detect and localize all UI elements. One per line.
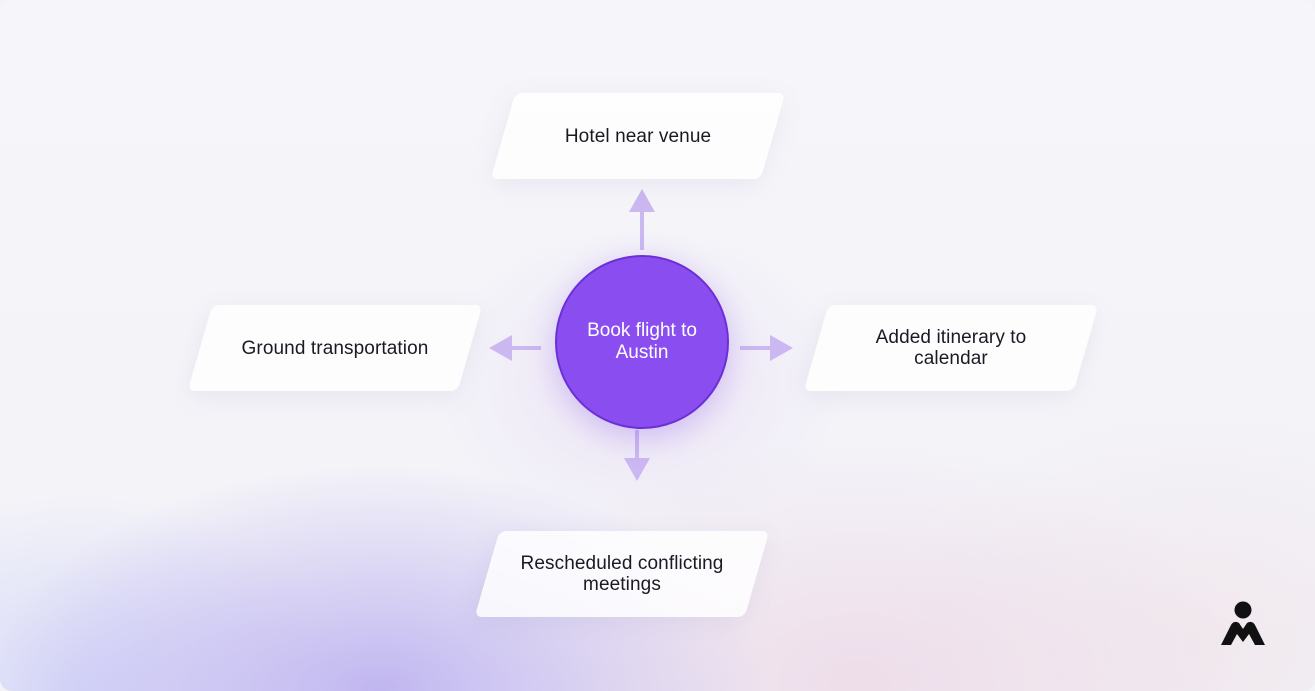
arrow-right bbox=[740, 335, 793, 361]
arrow-left bbox=[489, 335, 541, 361]
node-right-label: Added itinerary to calendar bbox=[875, 327, 1027, 369]
node-right: Added itinerary to calendar bbox=[803, 305, 1099, 391]
node-top: Hotel near venue bbox=[490, 93, 786, 179]
arrow-up bbox=[629, 189, 655, 250]
node-bottom: Rescheduled conflicting meetings bbox=[474, 531, 770, 617]
node-left: Ground transportation bbox=[187, 305, 483, 391]
node-top-label: Hotel near venue bbox=[564, 125, 712, 147]
brand-logo-icon bbox=[1221, 601, 1265, 645]
arrow-down bbox=[624, 430, 650, 481]
node-bottom-label: Rescheduled conflicting meetings bbox=[520, 553, 724, 595]
center-node-label: Book flight to Austin bbox=[587, 320, 697, 363]
node-left-label: Ground transportation bbox=[241, 337, 429, 359]
center-node: Book flight to Austin bbox=[555, 255, 729, 429]
